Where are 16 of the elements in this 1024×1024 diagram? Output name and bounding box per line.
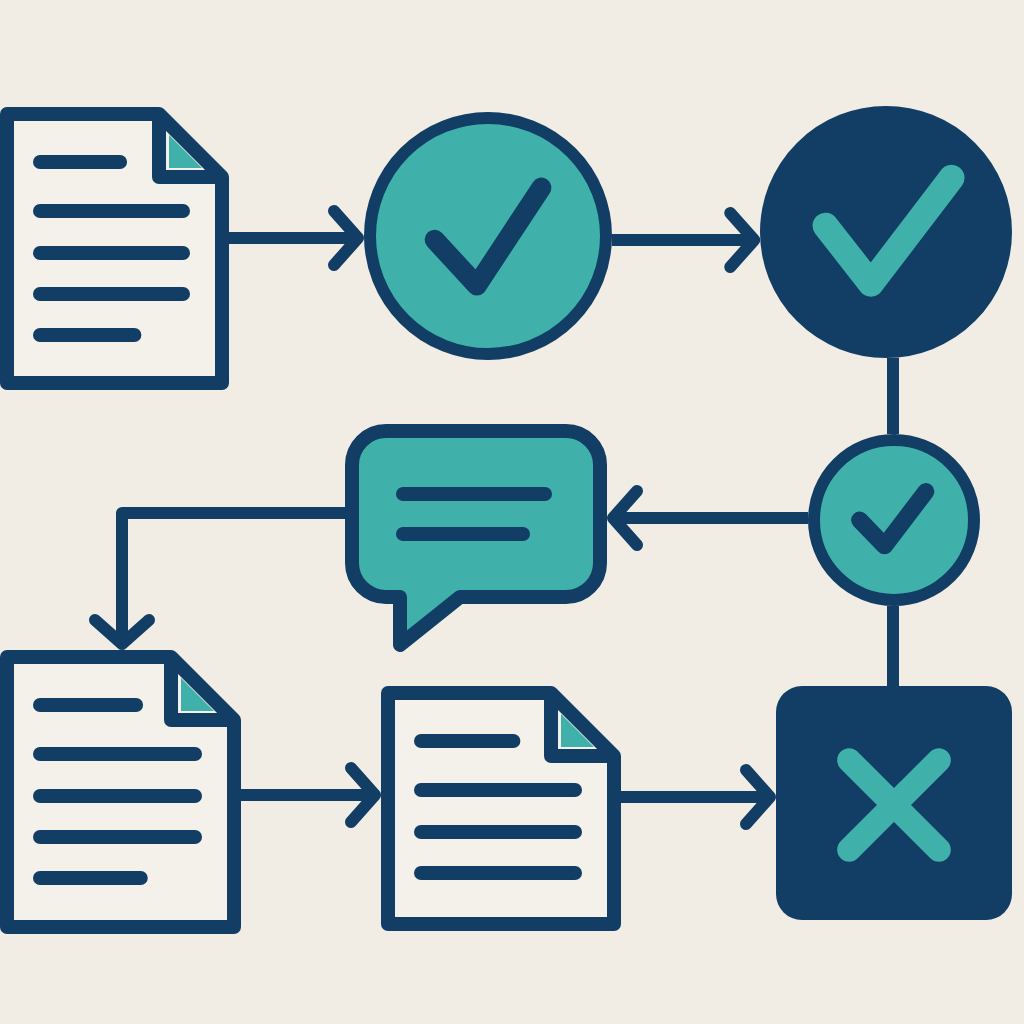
arrow — [607, 485, 808, 551]
document-sheet — [381, 686, 621, 931]
status-circle — [760, 106, 1012, 358]
status-circle — [364, 112, 612, 360]
document-sheet — [0, 650, 241, 934]
connector-line — [887, 606, 899, 686]
arrow — [229, 205, 364, 271]
arrow — [241, 762, 381, 828]
status-circle — [808, 434, 980, 606]
arrow — [611, 207, 761, 273]
status-tile — [776, 686, 1012, 920]
connector-line — [887, 357, 899, 434]
document-sheet — [0, 107, 229, 390]
speech-bubble — [345, 424, 607, 652]
arrow — [621, 764, 776, 830]
arrow — [89, 507, 345, 650]
